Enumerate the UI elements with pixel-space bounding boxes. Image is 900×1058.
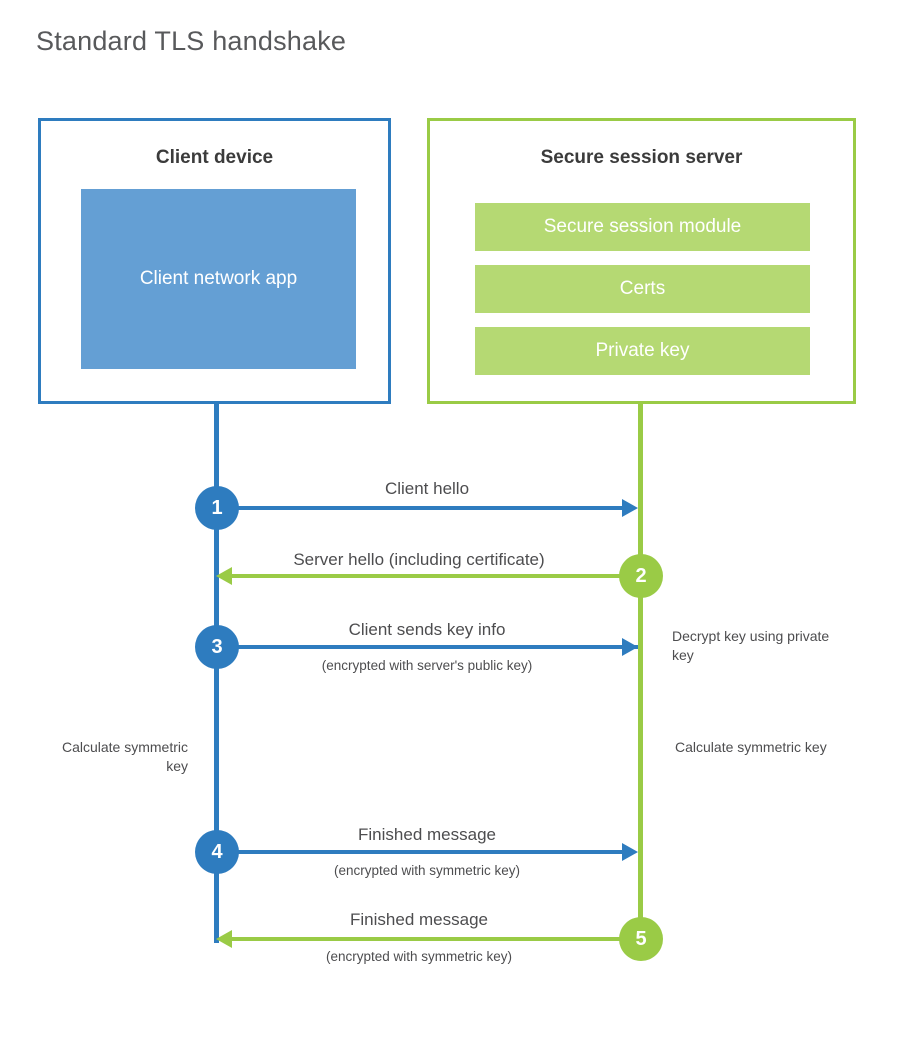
server-module-certs: Certs	[475, 265, 810, 313]
server-module-private-key: Private key	[475, 327, 810, 375]
page-title: Standard TLS handshake	[36, 26, 347, 56]
step-1-arrow-head-icon	[622, 499, 638, 517]
step-5-arrow-head-icon	[216, 930, 232, 948]
client-device-box: Client device Client network app	[38, 118, 391, 404]
secure-session-server-box: Secure session server Secure session mod…	[427, 118, 856, 404]
step-2-label: Server hello (including certificate)	[293, 550, 545, 569]
step-3-label: Client sends key info	[348, 620, 506, 639]
note-decrypt-key: Decrypt key using private key	[672, 628, 830, 663]
step-1-marker: 1	[195, 486, 239, 530]
step-5-sublabel: (encrypted with symmetric key)	[325, 949, 513, 964]
client-device-title: Client device	[155, 147, 274, 168]
step-5-arrow-line	[232, 937, 642, 941]
step-4-marker: 4	[195, 830, 239, 874]
client-lifeline	[214, 402, 219, 943]
step-3-sublabel: (encrypted with server's public key)	[321, 658, 533, 673]
step-4-arrow-line	[216, 850, 622, 854]
note-client-calculate-symmetric-key: Calculate symmetric key	[61, 739, 188, 774]
step-4-arrow-head-icon	[622, 843, 638, 861]
step-1-label: Client hello	[384, 479, 470, 498]
step-1-arrow-line	[216, 506, 622, 510]
server-lifeline	[638, 402, 643, 943]
step-2-arrow-head-icon	[216, 567, 232, 585]
secure-session-server-title: Secure session server	[540, 147, 743, 168]
server-module-secure-session-module: Secure session module	[475, 203, 810, 251]
step-3-marker: 3	[195, 625, 239, 669]
step-3-arrow-line	[216, 645, 638, 649]
note-server-calculate-symmetric-key: Calculate symmetric key	[675, 739, 827, 755]
step-3-arrow-head-icon	[622, 638, 638, 656]
step-4-label: Finished message	[358, 825, 496, 844]
client-network-app-block: Client network app	[81, 189, 356, 369]
step-2-marker: 2	[619, 554, 663, 598]
step-5-label: Finished message	[350, 910, 488, 929]
step-4-sublabel: (encrypted with symmetric key)	[333, 863, 521, 878]
step-5-marker: 5	[619, 917, 663, 961]
step-2-arrow-line	[232, 574, 642, 578]
